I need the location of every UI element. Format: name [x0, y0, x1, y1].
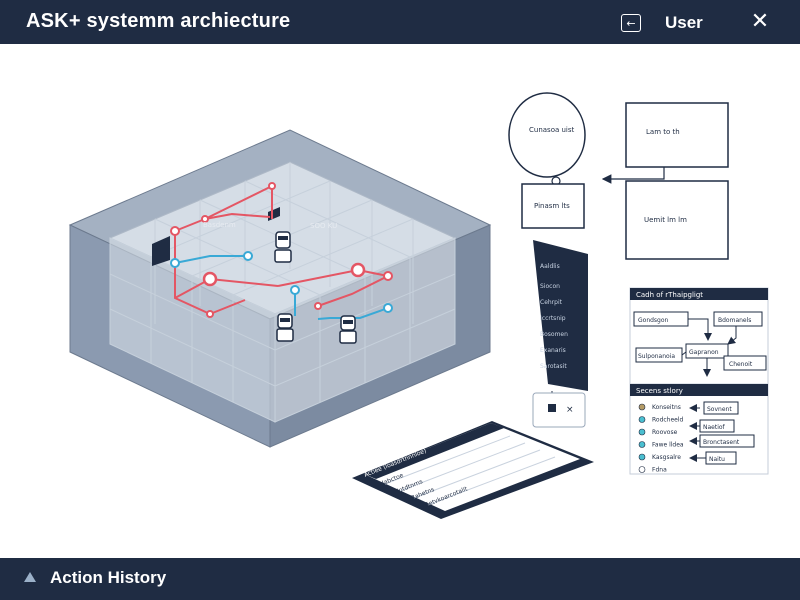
- svg-text:Chenoit: Chenoit: [729, 361, 753, 368]
- close-icon: ✕: [750, 9, 770, 34]
- history-box: Sovnent Naetiof Bronctasent Naitu: [689, 401, 755, 465]
- svg-text:Bosomen: Bosomen: [540, 331, 568, 338]
- caret-up-icon: [24, 572, 36, 582]
- robot-icon: [339, 315, 357, 344]
- svg-text:Sulponanoia: Sulponanoia: [638, 353, 675, 360]
- callout-box: Lam to th: [601, 102, 729, 184]
- history-item: Konseitns: [638, 403, 681, 411]
- svg-text:Bdomanels: Bdomanels: [718, 317, 751, 324]
- status-dot-icon: [638, 428, 646, 436]
- node-label: SOO KU: [310, 222, 337, 230]
- side-panel[interactable]: Aaldlis Siocon Cehrpit Iccrtsnip Bosomen…: [533, 240, 588, 391]
- status-dot-icon: [638, 466, 646, 473]
- svg-text:×: ×: [566, 405, 574, 415]
- svg-text:Cunasoa uist: Cunasoa uist: [529, 126, 575, 134]
- svg-text:Lam to th: Lam to th: [646, 128, 680, 136]
- callout-bubble: Cunasoa uist: [508, 92, 586, 186]
- svg-text:Aaldlis: Aaldlis: [540, 263, 560, 270]
- callout-box: Pinasm lts: [521, 183, 585, 229]
- svg-text:Cehrpit: Cehrpit: [540, 299, 563, 306]
- user-button[interactable]: ← User: [621, 13, 703, 33]
- history-item: Fawe lldea: [638, 441, 684, 449]
- architecture-diagram: Basdenm SOO KU Cunasoa uist Lam to th Pi…: [68, 92, 769, 519]
- control-widget[interactable]: ×: [532, 392, 586, 428]
- window-title: ASK+ systemm archiecture: [26, 10, 291, 32]
- close-button[interactable]: ✕: [748, 10, 772, 34]
- status-dot-icon: [638, 416, 646, 423]
- action-history-label: Action History: [50, 568, 167, 587]
- svg-text:Cadh of rThaipgligt: Cadh of rThaipgligt: [636, 291, 703, 299]
- action-panel[interactable]: Actiee (loasdrtnnnloe) Iabctoe Iotdtnrns…: [352, 421, 594, 519]
- robot-icon: [276, 313, 294, 342]
- history-item-label: Fawe lldea: [652, 442, 684, 449]
- user-label: User: [665, 13, 703, 32]
- isometric-workspace: Basdenm SOO KU: [68, 129, 492, 448]
- login-icon: ←: [621, 14, 641, 32]
- history-item: Roovose: [638, 428, 678, 436]
- svg-text:Gapranon: Gapranon: [689, 349, 719, 356]
- title-bar: ASK+ systemm archiecture ← User ✕: [0, 0, 800, 44]
- svg-text:Iccrtsnip: Iccrtsnip: [540, 315, 566, 322]
- history-item: Kasgsalre: [638, 453, 681, 461]
- svg-text:Naetiof: Naetiof: [703, 424, 726, 431]
- callout-box: Uemit lm lm: [625, 180, 729, 260]
- history-item-label: Roovose: [652, 429, 678, 436]
- history-item: Fdna: [638, 466, 667, 474]
- svg-text:Bronctasent: Bronctasent: [703, 439, 740, 446]
- history-item: Rodcheeld: [638, 416, 684, 424]
- robot-icon: [274, 231, 292, 263]
- svg-text:Siocon: Siocon: [540, 283, 560, 290]
- status-dot-icon: [638, 453, 646, 461]
- svg-text:Secens stlory: Secens stlory: [636, 387, 683, 395]
- svg-text:Naitu: Naitu: [709, 456, 725, 463]
- svg-text:Sarotasit: Sarotasit: [540, 363, 567, 370]
- svg-text:Sovnent: Sovnent: [707, 406, 732, 413]
- status-dot-icon: [638, 403, 646, 411]
- history-item-label: Kasgsalre: [652, 454, 681, 461]
- status-dot-icon: [638, 441, 646, 448]
- history-item-label: Konseitns: [652, 404, 681, 411]
- history-panel: Secens stlory: [629, 383, 769, 475]
- svg-text:Exanaris: Exanaris: [540, 347, 566, 354]
- history-item-label: Rodcheeld: [652, 417, 684, 424]
- svg-text:Uemit lm lm: Uemit lm lm: [644, 216, 687, 224]
- svg-text:Pinasm lts: Pinasm lts: [534, 202, 570, 210]
- history-item-label: Fdna: [652, 467, 667, 474]
- node-label: Basdenm: [203, 221, 236, 229]
- svg-text:Gondsgon: Gondsgon: [638, 317, 669, 324]
- action-history-bar[interactable]: Action History: [0, 558, 800, 600]
